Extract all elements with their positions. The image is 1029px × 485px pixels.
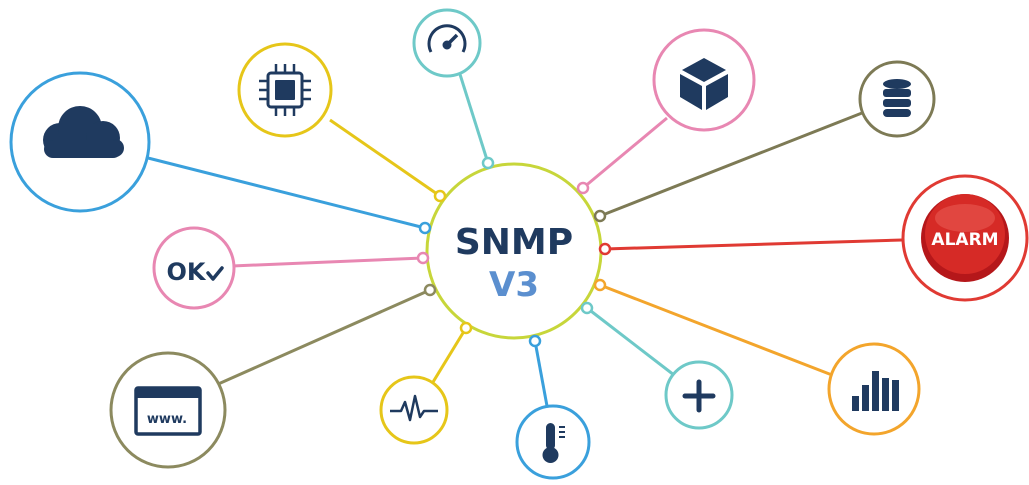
heartbeat-pulse-icon: [390, 394, 438, 422]
node-www: www.: [109, 351, 227, 469]
hub-subtitle: V3: [489, 265, 539, 305]
database-icon: [883, 79, 911, 117]
dot-pulse: [459, 321, 473, 335]
node-barchart: [827, 342, 921, 436]
node-cpu: [237, 42, 333, 138]
speed-gauge-icon: [427, 24, 467, 53]
node-database: [858, 60, 936, 138]
alarm-label: ALARM: [931, 230, 998, 250]
node-plus: [664, 360, 734, 430]
dot-database: [593, 209, 607, 223]
connector-pulse: [428, 327, 468, 388]
connector-plus: [586, 306, 675, 377]
ok-check-icon: [206, 266, 224, 281]
connector-alarm: [604, 238, 903, 251]
connector-lines: [147, 67, 903, 407]
ok-label: OK: [167, 258, 207, 286]
plus-icon: [682, 379, 716, 413]
connector-gauge: [456, 67, 490, 164]
junction-dots: [416, 156, 612, 348]
dot-ok: [416, 251, 430, 265]
cube-icon: [680, 58, 728, 110]
connector-barchart: [599, 283, 833, 377]
hub-title: SNMP: [455, 222, 573, 263]
connector-cube: [582, 116, 668, 190]
cpu-chip-icon: [259, 64, 311, 116]
thermometer-icon: [542, 423, 565, 463]
connector-cpu: [329, 118, 441, 198]
dot-cloud: [418, 221, 432, 235]
connector-thermometer: [533, 340, 549, 407]
browser-window-icon: [134, 386, 202, 436]
dot-cube: [576, 181, 590, 195]
bar-chart-icon: [852, 371, 899, 411]
node-ring-pulse: [379, 375, 449, 445]
node-cube: [652, 28, 756, 132]
dot-plus: [580, 301, 594, 315]
node-ring-ok: [152, 226, 236, 310]
dot-www: [423, 283, 437, 297]
node-cloud: [9, 71, 151, 213]
node-ok: OK: [152, 226, 236, 310]
connector-database: [599, 111, 863, 218]
node-thermometer: [515, 404, 591, 480]
dot-alarm: [598, 242, 612, 256]
alarm-badge-icon: [921, 194, 1009, 282]
connector-www: [215, 288, 431, 387]
dot-gauge: [481, 156, 495, 170]
dot-thermometer: [528, 334, 542, 348]
node-ring-www: [109, 351, 227, 469]
dot-cpu: [433, 189, 447, 203]
www-label: www.: [147, 412, 187, 427]
connector-ok: [231, 256, 424, 268]
cloud-icon: [43, 106, 124, 158]
node-pulse: [379, 375, 449, 445]
node-alarm: ALARM: [901, 174, 1029, 302]
node-gauge: [412, 8, 482, 78]
dot-barchart: [593, 278, 607, 292]
connector-cloud: [147, 156, 426, 230]
